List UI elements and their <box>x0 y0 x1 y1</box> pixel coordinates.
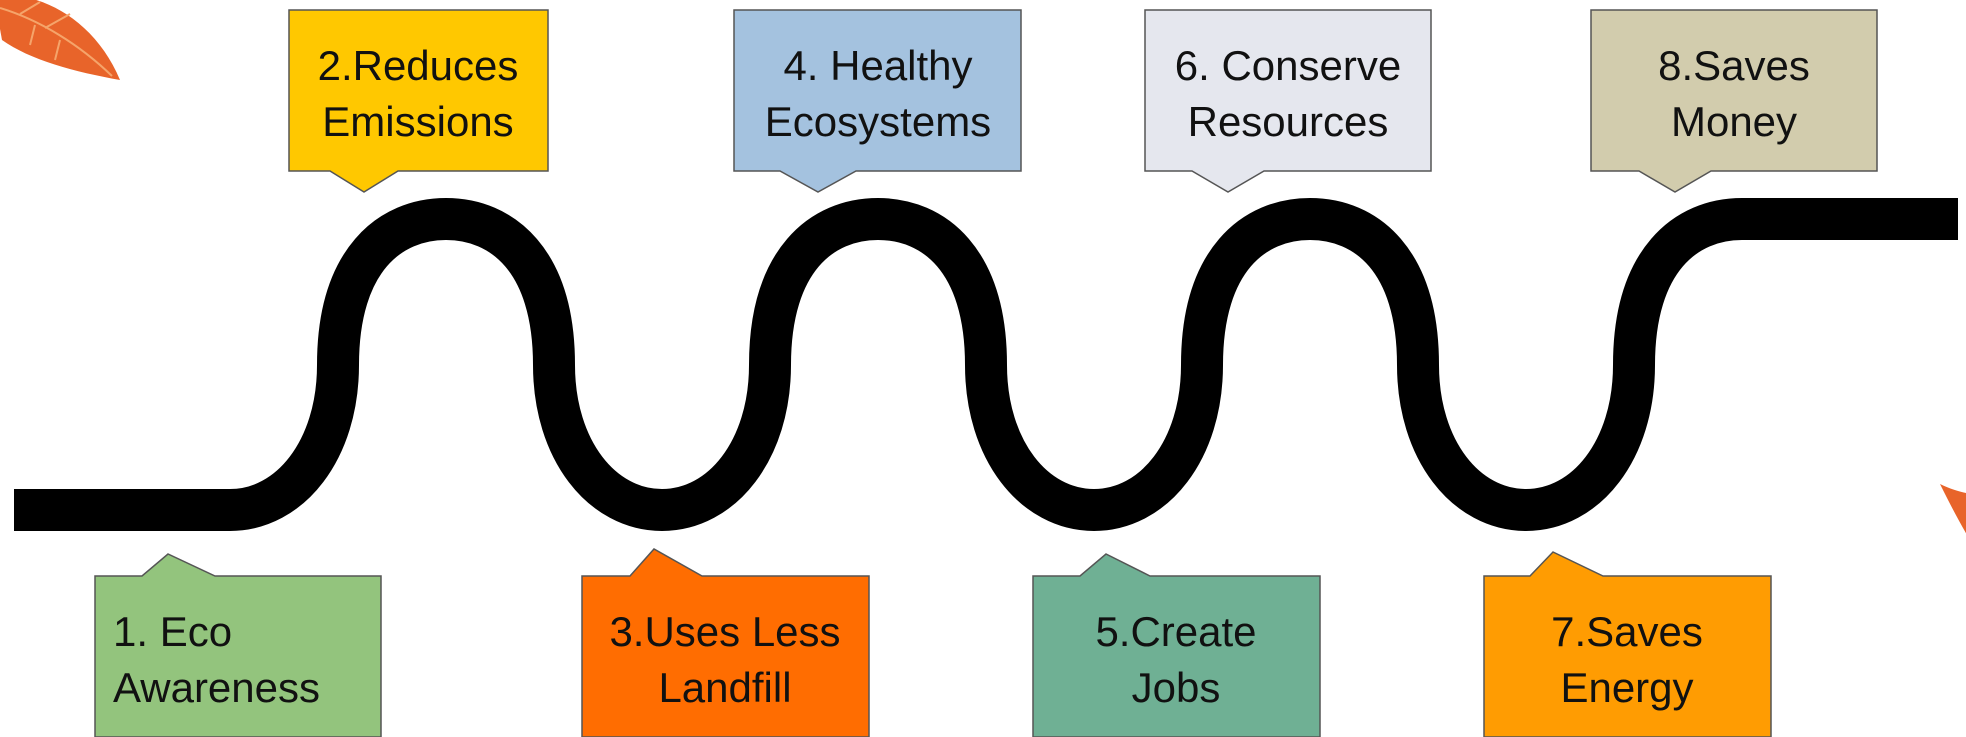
callout-label: 1. Eco <box>113 608 232 655</box>
callout-box <box>733 9 1022 193</box>
callout-box <box>1483 551 1772 737</box>
callout-label: Money <box>1671 98 1797 145</box>
wave-path <box>14 197 1958 532</box>
callout-step-6: 6. Conserve Resources <box>1144 9 1432 193</box>
callout-label: Ecosystems <box>765 98 991 145</box>
callout-label: 5.Create <box>1095 608 1256 655</box>
callout-box <box>581 548 870 737</box>
callout-label: Energy <box>1560 664 1693 711</box>
callout-label: 8.Saves <box>1658 42 1810 89</box>
callout-label: Landfill <box>658 664 791 711</box>
callout-step-7: 7.Saves Energy <box>1483 551 1772 737</box>
callout-box <box>288 9 549 193</box>
callout-label: Emissions <box>322 98 513 145</box>
callout-step-2: 2.Reduces Emissions <box>288 9 549 193</box>
callout-label: 6. Conserve <box>1175 42 1401 89</box>
autumn-leaf-icon <box>1940 484 1966 534</box>
callout-label: Resources <box>1188 98 1389 145</box>
callout-box <box>1590 9 1878 193</box>
callout-label: Jobs <box>1132 664 1221 711</box>
callout-label: 7.Saves <box>1551 608 1703 655</box>
callout-box <box>94 553 382 737</box>
callout-label: 4. Healthy <box>783 42 972 89</box>
callout-label: 2.Reduces <box>318 42 519 89</box>
callout-step-5: 5.Create Jobs <box>1032 553 1321 737</box>
callout-step-3: 3.Uses Less Landfill <box>581 548 870 737</box>
callout-step-4: 4. Healthy Ecosystems <box>733 9 1022 193</box>
callout-label: Awareness <box>113 664 320 711</box>
callout-box <box>1032 553 1321 737</box>
callout-step-1: 1. Eco Awareness <box>94 553 382 737</box>
callout-box <box>1144 9 1432 193</box>
callout-label: 3.Uses Less <box>609 608 840 655</box>
autumn-leaf-icon <box>0 0 120 80</box>
callout-step-8: 8.Saves Money <box>1590 9 1878 193</box>
